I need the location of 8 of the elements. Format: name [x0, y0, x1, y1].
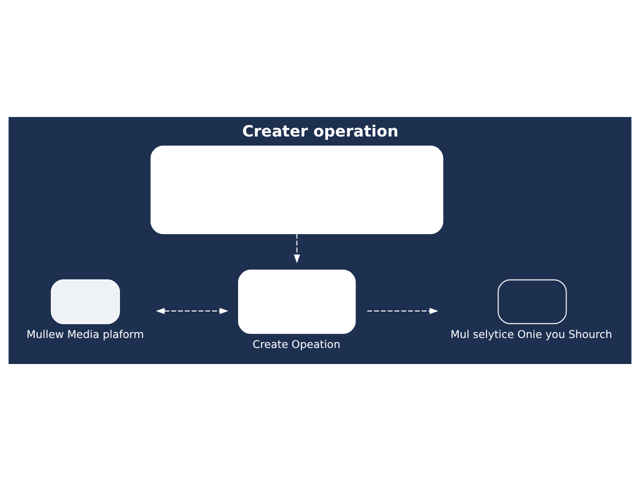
arrow [156, 307, 228, 314]
node-label: Create Opeation [252, 337, 340, 350]
node-label: Mul selytice Onie you Shourch [450, 328, 612, 341]
node-label: Mullew Media plaform [26, 328, 144, 341]
diagram-title: Creater operation [242, 122, 398, 140]
arrow [366, 307, 438, 314]
arrow [294, 232, 300, 263]
node-box [150, 145, 444, 234]
